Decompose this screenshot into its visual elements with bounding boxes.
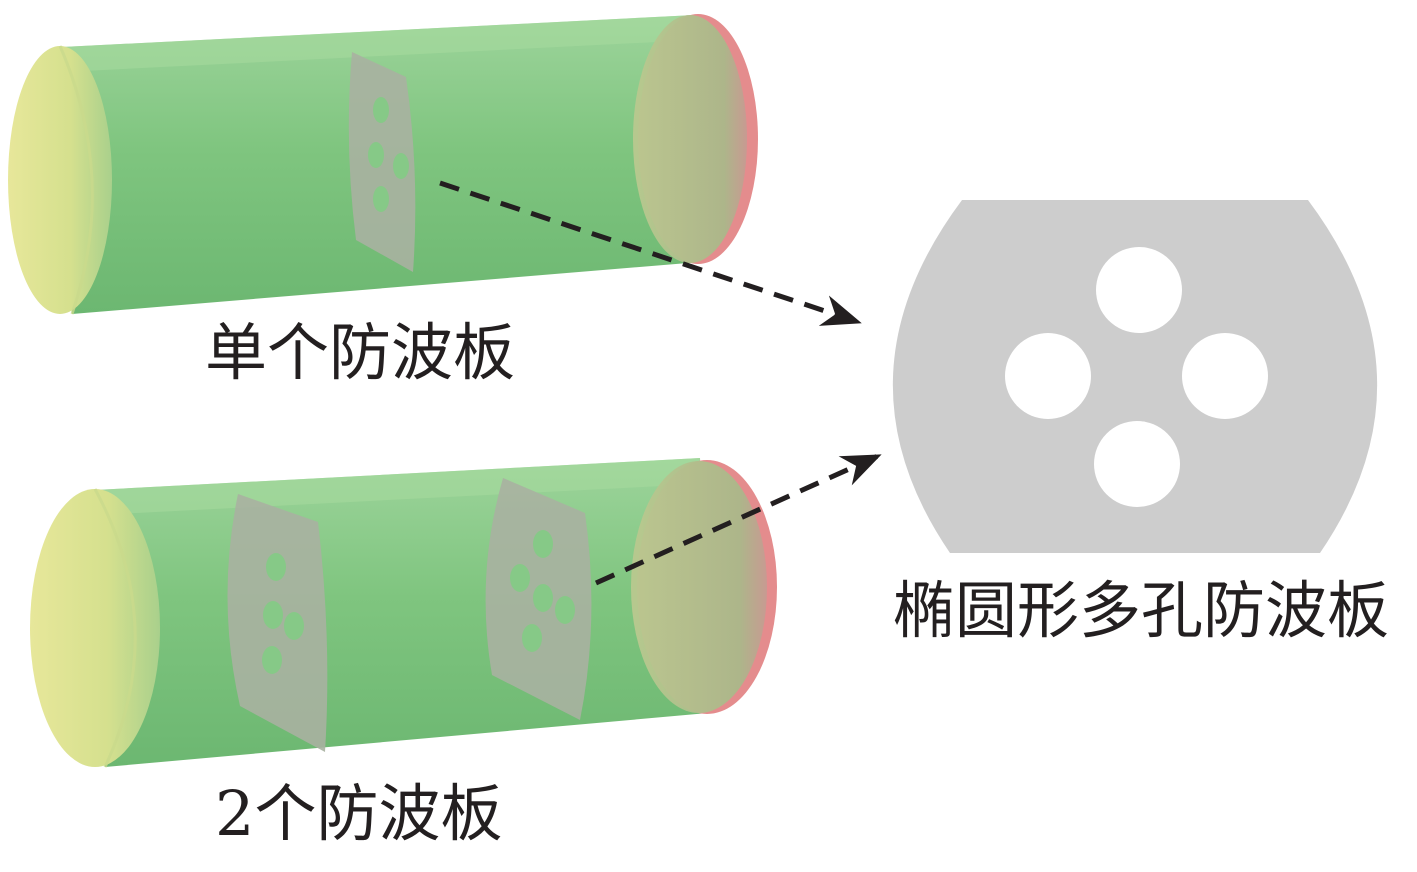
- tank-left-end-cap: [8, 46, 112, 314]
- tank-left-end-edge: [93, 488, 137, 768]
- baffle-hole: [284, 612, 304, 640]
- baffle-detail-hole-left: [1005, 333, 1091, 419]
- baffle-hole: [373, 186, 389, 212]
- baffle-detail-hole-right: [1182, 333, 1268, 419]
- baffle-hole: [266, 553, 286, 581]
- baffle-detail-plate: [892, 200, 1378, 553]
- baffle-plate-left: [227, 494, 328, 752]
- baffle-plate: [348, 52, 416, 272]
- baffle-hole: [262, 646, 282, 674]
- label-two-baffles: 2个防波板: [215, 777, 503, 850]
- baffle-hole: [510, 564, 530, 592]
- label-single-baffle: 单个防波板: [205, 316, 516, 389]
- baffle-plate-right: [485, 478, 592, 720]
- tank-top-highlight: [62, 15, 696, 72]
- tank-right-end-cap: [631, 461, 767, 713]
- tank-left-end-edge: [58, 45, 94, 315]
- double-baffle-tank: [30, 458, 777, 768]
- tank-left-end-cap: [30, 489, 160, 767]
- baffle-hole: [555, 596, 575, 624]
- baffle-detail-hole-bottom: [1094, 421, 1180, 507]
- baffle-detail-hole-top: [1096, 247, 1182, 333]
- baffle-hole: [373, 97, 389, 123]
- baffle-hole: [533, 584, 553, 612]
- baffle-hole: [522, 624, 542, 652]
- baffle-detail: [892, 200, 1378, 553]
- arrow-single-to-detail: [439, 180, 862, 326]
- label-elliptical-perforated-baffle: 椭圆形多孔防波板: [893, 574, 1390, 647]
- single-baffle-tank: [8, 14, 758, 315]
- baffle-hole: [533, 530, 553, 558]
- baffle-hole: [263, 601, 283, 629]
- arrow-double-to-detail: [594, 453, 882, 586]
- baffle-hole: [368, 142, 384, 168]
- tank-right-end-cap: [633, 15, 747, 263]
- baffle-hole: [393, 153, 409, 179]
